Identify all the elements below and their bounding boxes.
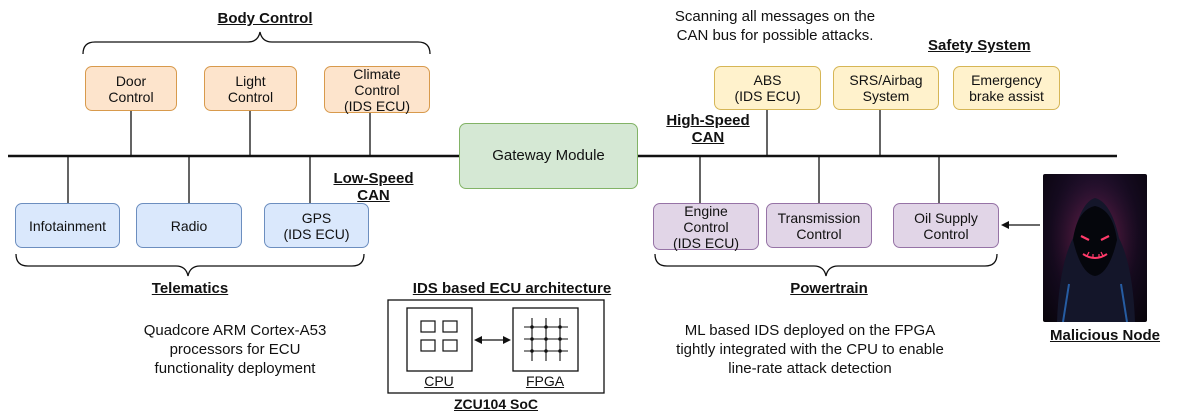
powertrain-brace [654,253,998,277]
body-control-label: Body Control [217,10,313,27]
safety-system-label: Safety System [928,37,1031,54]
gps-ecu: GPS (IDS ECU) [264,203,369,248]
cpu-label: CPU [424,373,454,389]
low-speed-can-label: Low-Speed CAN [333,170,414,204]
door-control-ecu: Door Control [85,66,177,111]
ids-arch-title: IDS based ECU architecture [412,280,612,297]
infotainment-ecu: Infotainment [15,203,120,248]
body-control-brace [82,31,431,55]
cpu-note: Quadcore ARM Cortex-A53 processors for E… [143,322,327,377]
telematics-label: Telematics [151,280,229,297]
srs-airbag-ecu: SRS/Airbag System [833,66,939,110]
powertrain-label: Powertrain [790,280,868,297]
climate-control-ecu: Climate Control (IDS ECU) [324,66,430,114]
hacker-image [1043,174,1147,322]
soc-label: ZCU104 SoC [453,396,539,412]
malicious-node-label: Malicious Node [1049,327,1161,344]
fpga-note: ML based IDS deployed on the FPGA tightl… [676,322,944,377]
gateway-module: Gateway Module [459,123,638,189]
abs-ecu: ABS (IDS ECU) [714,66,821,110]
high-speed-can-label: High-Speed CAN [666,112,750,146]
attack-arrow [1001,221,1009,229]
radio-ecu: Radio [136,203,242,248]
cpu-chip [406,307,473,372]
hooded-hacker-icon [1043,174,1147,322]
engine-control-ecu: Engine Control (IDS ECU) [653,203,759,251]
transmission-control-ecu: Transmission Control [766,203,872,248]
oil-supply-ecu: Oil Supply Control [893,203,999,248]
emergency-brake-ecu: Emergency brake assist [953,66,1060,110]
light-control-ecu: Light Control [204,66,297,111]
scanning-note: Scanning all messages on the CAN bus for… [674,8,876,44]
fpga-label: FPGA [525,373,565,389]
telematics-brace [15,253,365,277]
